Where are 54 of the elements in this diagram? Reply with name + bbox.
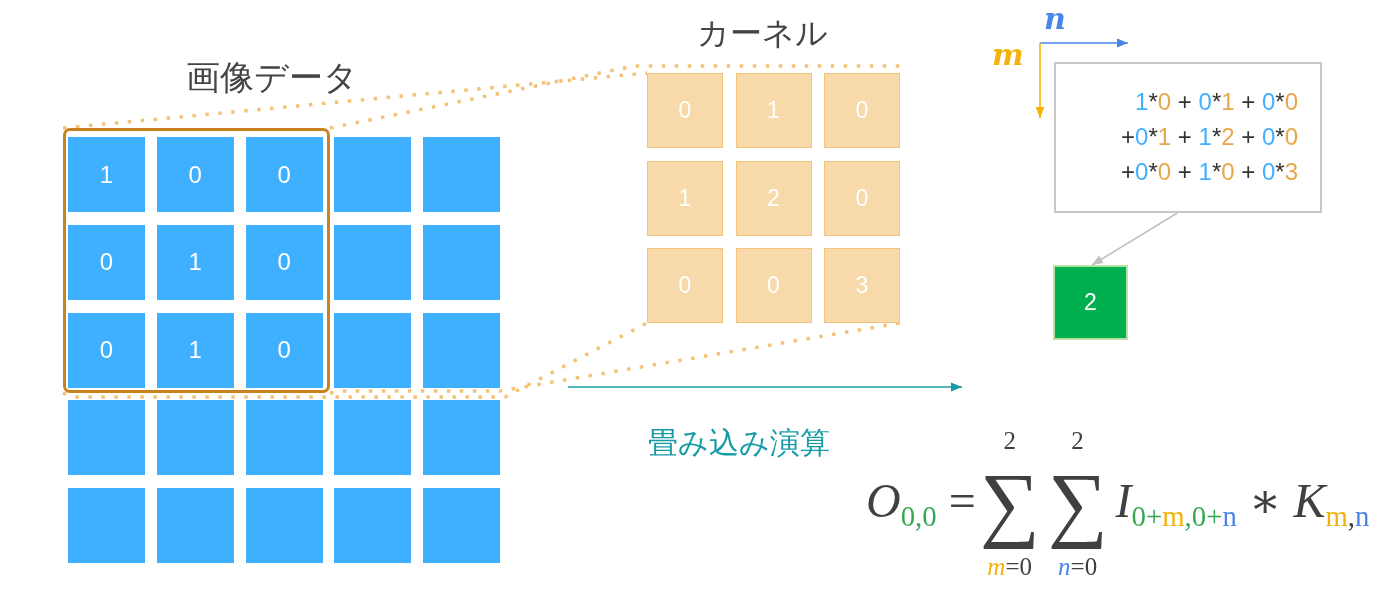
summation-limit: n=0 (1058, 553, 1098, 579)
section-heading: カーネル (697, 17, 828, 49)
arrow (1091, 212, 1179, 266)
kernel-cell: 0 (824, 160, 900, 236)
summation-limit: m=0 (987, 553, 1033, 579)
kernel-cell: 0 (735, 248, 812, 323)
pixel-cell (334, 312, 412, 388)
dotted-line (62, 71, 648, 130)
kernel-cell: 1 (735, 73, 812, 148)
axis-label: n (1044, 4, 1066, 34)
dotted-line (62, 321, 648, 399)
pixel-cell (245, 488, 323, 564)
pixel-cell: 0 (245, 312, 323, 388)
pixel-cell (423, 137, 501, 212)
pixel-cell (423, 488, 501, 564)
operation-label: 畳み込み演算 (648, 428, 830, 458)
pixel-cell: 0 (68, 312, 145, 388)
pixel-cell: 0 (245, 224, 323, 300)
pixel-cell: 0 (68, 224, 145, 300)
summation-limit: 2 (1003, 428, 1016, 453)
selection-frame (63, 128, 330, 393)
pixel-cell (68, 400, 145, 476)
pixel-cell (423, 312, 501, 388)
pixel-cell (334, 224, 412, 300)
dotted-line (329, 64, 902, 130)
kernel-cell: 0 (647, 248, 723, 323)
kernel-cell: 2 (735, 160, 812, 236)
pixel-cell: 0 (156, 137, 234, 212)
pixel-cell: 0 (245, 137, 323, 212)
kernel-cell: 1 (647, 160, 723, 236)
kernel-cell: 0 (647, 73, 723, 148)
section-heading: 画像データ (186, 60, 358, 94)
axis-label: m (992, 40, 1024, 70)
pixel-cell (156, 400, 234, 476)
pixel-cell (334, 488, 412, 564)
pixel-cell: 1 (156, 312, 234, 388)
pixel-cell: 1 (68, 137, 145, 212)
summation-sign: ∑ (1047, 455, 1108, 551)
pixel-cell (334, 400, 412, 476)
calculation-box: 1*0 + 0*1 + 0*0 +0*1 + 1*2 + 0*0 +0*0 + 1*0 + 0*3 (1054, 62, 1322, 213)
pixel-cell (245, 400, 323, 476)
summation-limit: 2 (1071, 428, 1084, 453)
output-cell: 2 (1053, 265, 1128, 340)
pixel-cell (423, 400, 501, 476)
kernel-cell: 0 (824, 73, 900, 148)
pixel-cell (334, 137, 412, 212)
pixel-cell (423, 224, 501, 300)
dotted-line (329, 321, 901, 395)
pixel-cell (156, 488, 234, 564)
pixel-cell (68, 488, 145, 564)
math-expression: O$_{0,0}$ = (866, 476, 976, 531)
pixel-cell: 1 (156, 224, 234, 300)
summation-sign: ∑ (979, 455, 1040, 551)
kernel-cell: 3 (824, 248, 900, 323)
